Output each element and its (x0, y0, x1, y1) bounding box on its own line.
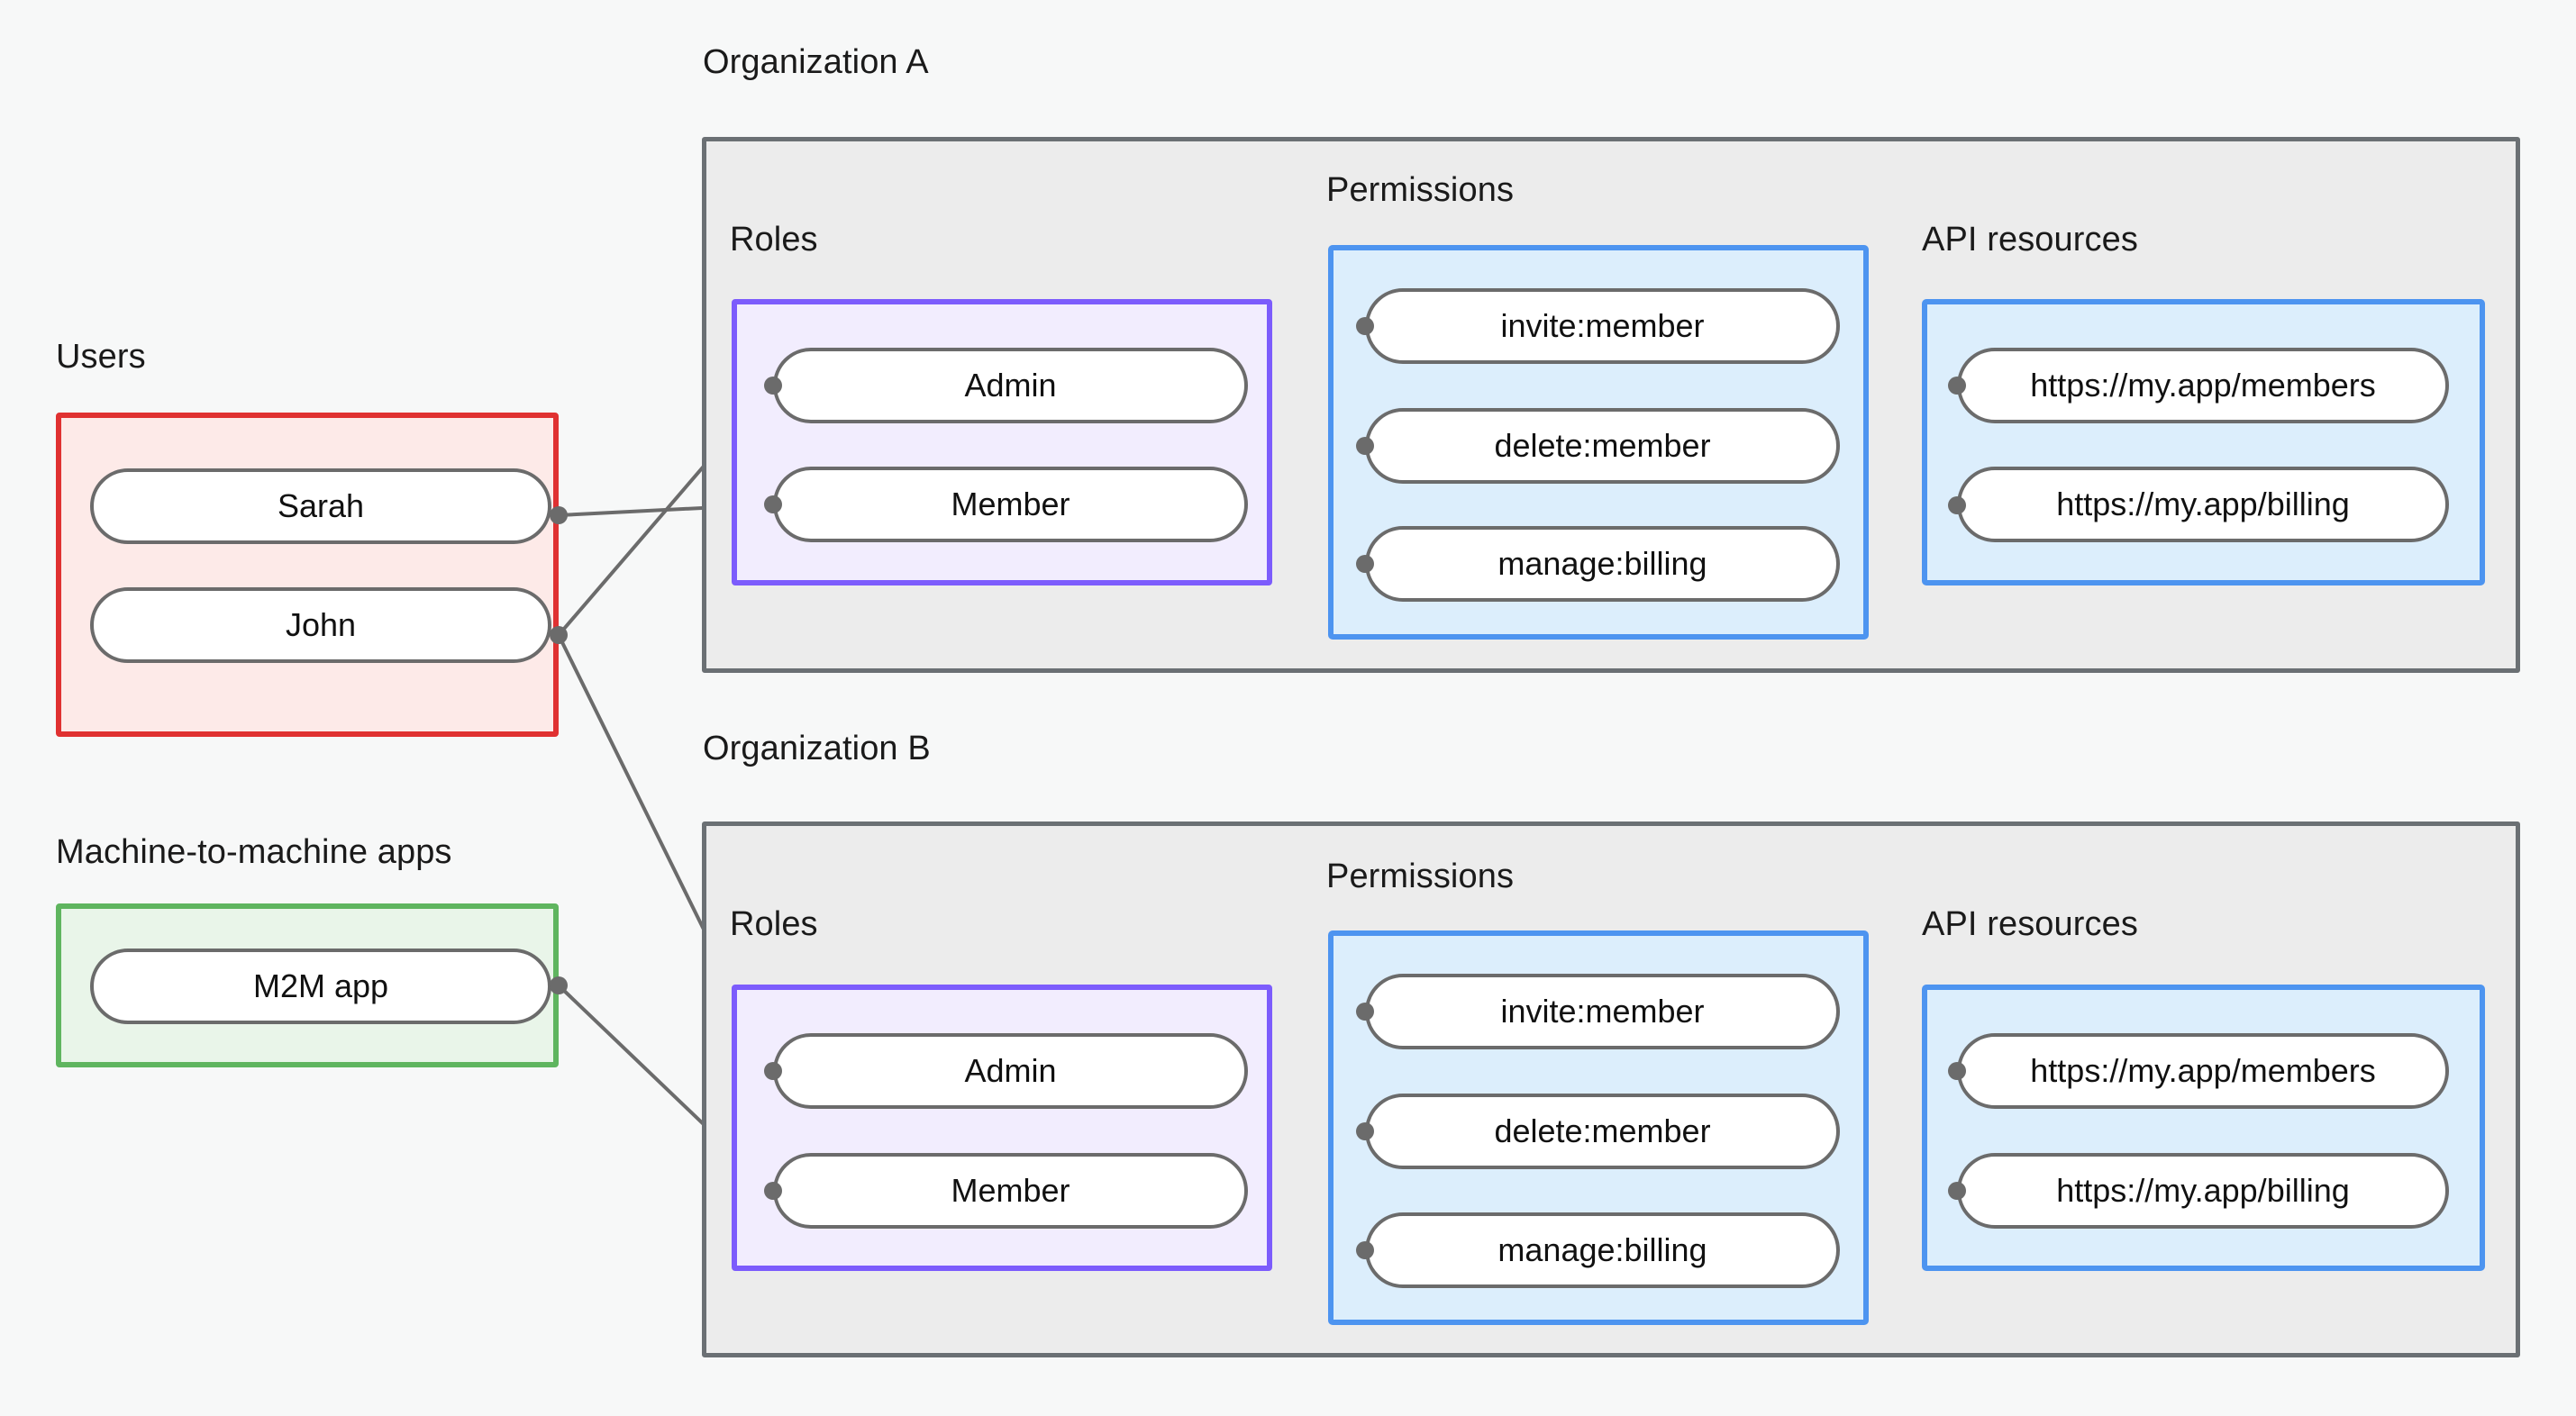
org-a-permission-pill-delete-member[interactable]: delete:member (1365, 408, 1840, 484)
org-a-role-pill-member[interactable]: Member (773, 467, 1248, 542)
user-pill-sarah[interactable]: Sarah (90, 468, 551, 544)
permissions-a-caption: Permissions (1326, 171, 1515, 209)
m2m-caption: Machine-to-machine apps (56, 833, 452, 871)
permissions-b-caption: Permissions (1326, 858, 1515, 895)
org-a-roles-group (732, 299, 1272, 585)
user-pill-john[interactable]: John (90, 587, 551, 663)
m2m-pill-app[interactable]: M2M app (90, 949, 551, 1024)
org-b-permission-pill-delete-member[interactable]: delete:member (1365, 1094, 1840, 1169)
org-a-permission-pill-invite-member[interactable]: invite:member (1365, 288, 1840, 364)
users-group (56, 413, 559, 737)
org-b-caption: Organization B (703, 730, 931, 767)
users-caption: Users (56, 338, 146, 376)
org-a-api-pill-billing[interactable]: https://my.app/billing (1957, 467, 2449, 542)
api-resources-a-caption: API resources (1922, 221, 2138, 259)
org-b-api-pill-members[interactable]: https://my.app/members (1957, 1033, 2449, 1109)
org-b-role-pill-admin[interactable]: Admin (773, 1033, 1248, 1109)
org-b-permission-pill-invite-member[interactable]: invite:member (1365, 974, 1840, 1049)
api-resources-b-caption: API resources (1922, 905, 2138, 943)
org-a-permission-pill-manage-billing[interactable]: manage:billing (1365, 526, 1840, 602)
org-b-permission-pill-manage-billing[interactable]: manage:billing (1365, 1212, 1840, 1288)
org-a-api-resources-group (1922, 299, 2485, 585)
org-a-caption: Organization A (703, 43, 929, 81)
roles-b-caption: Roles (730, 905, 818, 943)
org-b-role-pill-member[interactable]: Member (773, 1153, 1248, 1229)
org-b-api-pill-billing[interactable]: https://my.app/billing (1957, 1153, 2449, 1229)
org-a-api-pill-members[interactable]: https://my.app/members (1957, 348, 2449, 423)
org-a-role-pill-admin[interactable]: Admin (773, 348, 1248, 423)
roles-a-caption: Roles (730, 221, 818, 259)
